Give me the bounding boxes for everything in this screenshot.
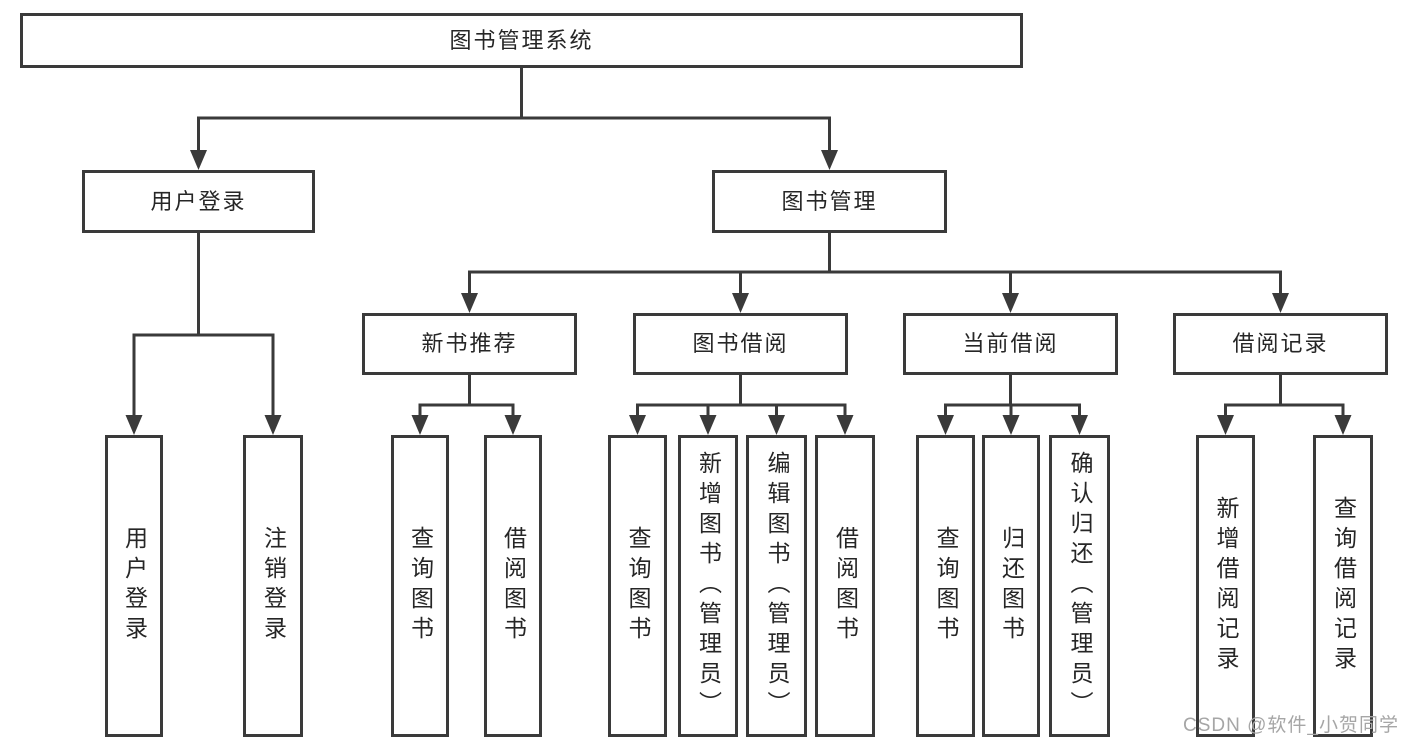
leaf-borrow-query: 查询图书	[608, 435, 667, 737]
node-book-mgmt: 图书管理	[712, 170, 947, 233]
leaf-borrow-add-admin: 新增图书（管理员）	[678, 435, 738, 737]
leaf-records-add: 新增借阅记录	[1196, 435, 1255, 737]
leaf-current-query: 查询图书	[916, 435, 975, 737]
node-book-borrow: 图书借阅	[633, 313, 848, 375]
leaf-borrow-borrow: 借阅图书	[815, 435, 875, 737]
leaf-newbooks-borrow: 借阅图书	[484, 435, 542, 737]
node-root: 图书管理系统	[20, 13, 1023, 68]
leaf-newbooks-query: 查询图书	[391, 435, 449, 737]
node-borrow-records: 借阅记录	[1173, 313, 1388, 375]
leaf-logout: 注销登录	[243, 435, 303, 737]
leaf-records-query: 查询借阅记录	[1313, 435, 1373, 737]
leaf-current-confirm-admin: 确认归还（管理员）	[1049, 435, 1110, 737]
csdn-watermark: CSDN @软件_小贺同学	[1183, 715, 1399, 736]
node-user-login: 用户登录	[82, 170, 315, 233]
leaf-current-return: 归还图书	[982, 435, 1040, 737]
node-current-borrow: 当前借阅	[903, 313, 1118, 375]
node-new-books: 新书推荐	[362, 313, 577, 375]
leaf-borrow-edit-admin: 编辑图书（管理员）	[746, 435, 807, 737]
leaf-user-login: 用户登录	[105, 435, 163, 737]
